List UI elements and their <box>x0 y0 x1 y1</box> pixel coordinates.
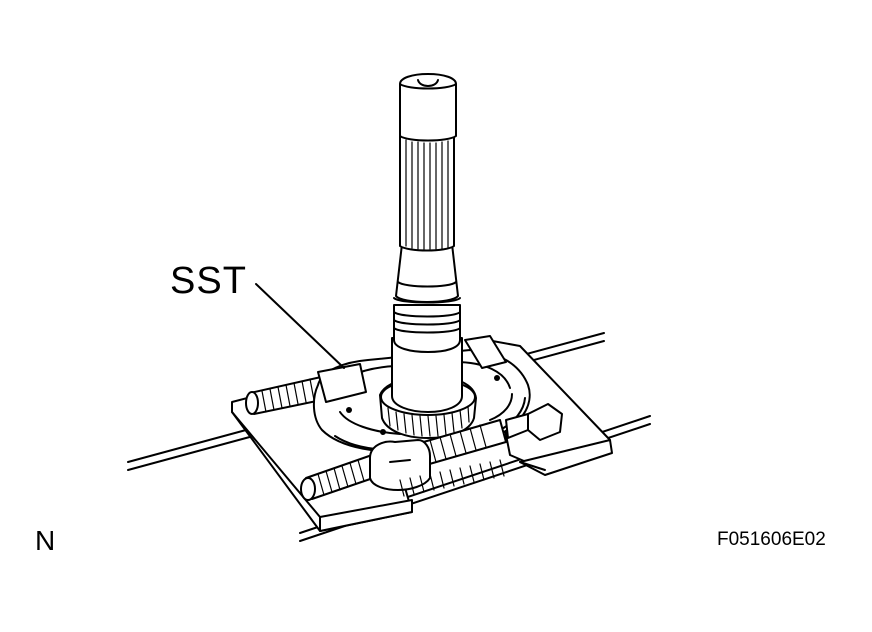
figure-code-label: F051606E02 <box>717 529 826 550</box>
drive-shaft <box>391 73 463 413</box>
sst-leader-line <box>255 283 345 369</box>
front-bolt <box>300 403 563 501</box>
block-hatching <box>399 459 505 497</box>
sst-callout-label: SST <box>170 260 247 302</box>
corner-letter-label: N <box>35 525 56 556</box>
